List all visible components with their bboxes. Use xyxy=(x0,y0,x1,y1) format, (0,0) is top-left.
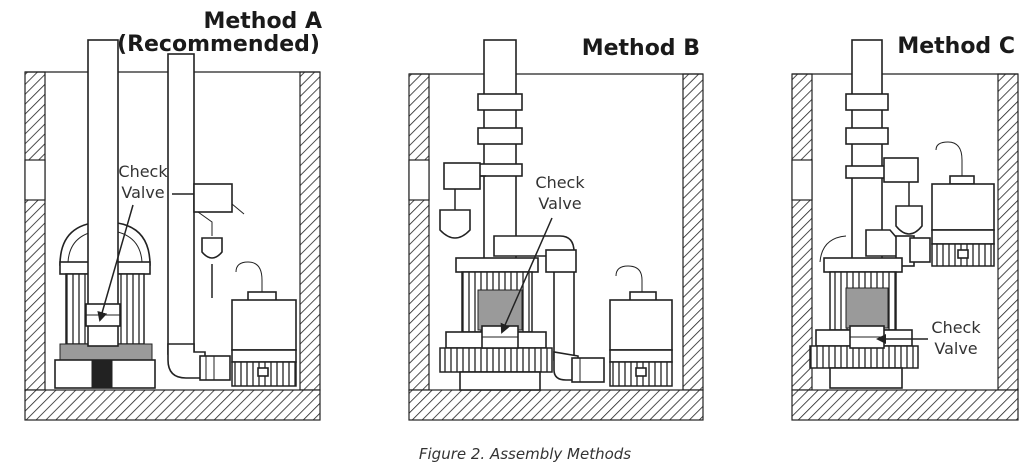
method-b-panel: Method B xyxy=(408,36,704,421)
method-c-check-label-line1: Check xyxy=(931,318,981,337)
method-a-subtitle: (Recommended) xyxy=(117,32,320,57)
method-a-backup-pipe xyxy=(167,53,195,355)
method-a-callout-arrow xyxy=(97,204,134,322)
method-c-coupling-lower xyxy=(845,127,889,145)
method-b-callout-arrow xyxy=(500,217,553,334)
figure-caption: Figure 2. Assembly Methods xyxy=(419,445,631,463)
method-b-backup-pump xyxy=(609,265,673,387)
method-a-discharge-pipe xyxy=(87,39,119,347)
method-a-backup-pump xyxy=(231,261,297,387)
method-c-backup-pump xyxy=(931,141,995,267)
method-c-primary-pump xyxy=(809,235,919,389)
method-c-float-switch xyxy=(883,157,923,235)
method-b-title: Method B xyxy=(582,36,700,61)
method-a-pit xyxy=(24,71,321,421)
method-c-panel: Method C xyxy=(791,34,1019,421)
method-a-inlet-opening xyxy=(24,159,46,201)
method-b-coupling-lower xyxy=(477,127,523,145)
method-b-float-switch xyxy=(439,162,486,239)
method-a-title: Method A xyxy=(203,9,322,34)
method-c-title: Method C xyxy=(897,34,1015,59)
method-b-primary-pump xyxy=(439,257,553,391)
method-a-check-label-line1: Check xyxy=(118,162,168,181)
method-b-pit xyxy=(408,73,704,421)
method-b-check-label-line1: Check xyxy=(535,173,585,192)
method-c-pit xyxy=(791,73,1019,421)
method-b-coupling-upper xyxy=(477,93,523,111)
method-c-coupling-upper xyxy=(845,93,889,111)
method-b-discharge-pipe xyxy=(483,39,517,266)
method-c-check-label-line2: Valve xyxy=(934,339,977,358)
method-a-float-switch xyxy=(172,183,245,298)
method-b-check-label-line2: Valve xyxy=(538,194,581,213)
method-a-panel: Method A (Recommended) Check Valve xyxy=(24,9,322,421)
method-a-check-label-line2: Valve xyxy=(121,183,164,202)
